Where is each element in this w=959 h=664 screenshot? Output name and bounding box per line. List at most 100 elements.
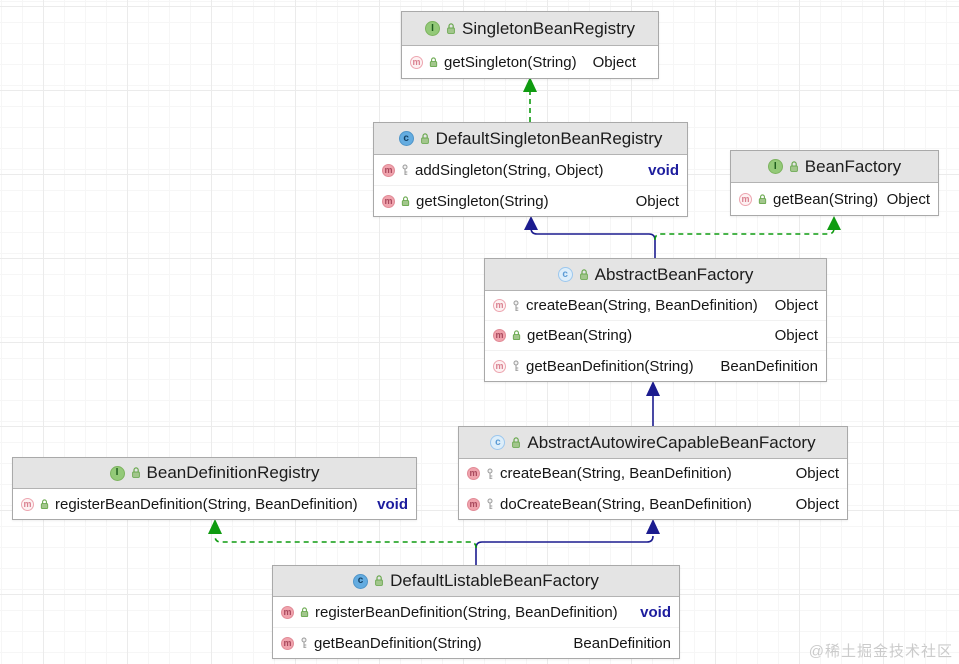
edge-implements-bean-factory[interactable]	[654, 216, 841, 241]
class-box-abstract-autowire-capable-bean-factory[interactable]: c AbstractAutowireCapableBeanFactory m c…	[458, 426, 848, 520]
method-row[interactable]: m createBean(String, BeanDefinition) Obj…	[459, 459, 847, 489]
extends-arrowhead	[646, 381, 660, 396]
method-return-type: void	[640, 603, 671, 621]
method-icon: m	[493, 329, 506, 342]
method-row[interactable]: m getBean(String) Object	[485, 321, 826, 351]
class-name: SingletonBeanRegistry	[462, 18, 635, 38]
method-return-type: Object	[886, 190, 930, 208]
class-name: AbstractAutowireCapableBeanFactory	[527, 432, 816, 452]
implements-arrowhead	[523, 77, 537, 92]
method-row[interactable]: m addSingleton(String, Object) void	[374, 155, 687, 186]
public-lock-icon	[789, 160, 799, 173]
interface-icon: I	[767, 159, 783, 174]
abstract-class-icon: c	[557, 267, 573, 282]
abstract-method-icon: m	[493, 359, 506, 373]
method-return-type: BeanDefinition	[720, 357, 818, 375]
method-return-type: Object	[592, 53, 636, 71]
protected-key-icon	[401, 164, 409, 176]
method-return-type: BeanDefinition	[573, 634, 671, 652]
method-icon: m	[382, 194, 395, 208]
method-signature: doCreateBean(String, BeanDefinition)	[500, 495, 752, 513]
method-return-type: Object	[795, 465, 839, 482]
method-signature: getBean(String)	[773, 190, 879, 208]
public-lock-icon	[40, 498, 49, 510]
method-icon: m	[281, 636, 294, 650]
abstract-class-icon: c	[490, 435, 506, 450]
class-header: c DefaultListableBeanFactory	[273, 566, 679, 597]
site-watermark: @稀土掘金技术社区	[808, 643, 953, 660]
class-box-bean-definition-registry[interactable]: I BeanDefinitionRegistry m registerBeanD…	[12, 457, 417, 520]
public-lock-icon	[579, 268, 589, 281]
public-lock-icon	[374, 575, 384, 587]
method-icon: m	[281, 605, 294, 619]
class-name: DefaultListableBeanFactory	[390, 571, 599, 590]
method-signature: registerBeanDefinition(String, BeanDefin…	[315, 603, 618, 621]
class-box-bean-factory[interactable]: I BeanFactory m getBean(String) Object	[730, 150, 939, 216]
class-name: AbstractBeanFactory	[594, 264, 754, 284]
method-return-type: Object	[774, 327, 818, 344]
public-lock-icon	[512, 330, 521, 341]
class-header: I SingletonBeanRegistry	[402, 12, 658, 46]
method-signature: createBean(String, BeanDefinition)	[526, 297, 758, 314]
method-return-type: Object	[774, 297, 818, 314]
public-lock-icon	[300, 606, 309, 618]
class-header: c AbstractBeanFactory	[485, 259, 826, 291]
method-signature: getBean(String)	[527, 327, 633, 344]
method-return-type: void	[377, 495, 408, 513]
method-signature: getBeanDefinition(String)	[526, 357, 694, 375]
class-header: c DefaultSingletonBeanRegistry	[374, 123, 687, 155]
public-lock-icon	[401, 195, 410, 207]
method-row[interactable]: m registerBeanDefinition(String, BeanDef…	[13, 489, 416, 519]
class-icon: c	[398, 131, 414, 146]
public-lock-icon	[429, 56, 438, 68]
method-icon: m	[467, 497, 480, 511]
protected-key-icon	[512, 300, 520, 312]
public-lock-icon	[446, 22, 456, 35]
edge-extends-default-singleton-bean-registry[interactable]	[524, 216, 656, 258]
abstract-method-icon: m	[493, 299, 506, 312]
class-name: BeanDefinitionRegistry	[146, 463, 320, 482]
method-return-type: Object	[635, 192, 679, 210]
method-row[interactable]: m registerBeanDefinition(String, BeanDef…	[273, 597, 679, 628]
method-signature: getBeanDefinition(String)	[314, 634, 482, 652]
method-signature: getSingleton(String)	[416, 192, 549, 210]
abstract-method-icon: m	[739, 192, 752, 206]
protected-key-icon	[486, 468, 494, 480]
public-lock-icon	[420, 132, 430, 145]
method-return-type: void	[648, 161, 679, 179]
method-row[interactable]: m doCreateBean(String, BeanDefinition) O…	[459, 489, 847, 519]
protected-key-icon	[486, 498, 494, 510]
edge-implements-singleton-bean-registry[interactable]	[523, 77, 537, 122]
class-icon: c	[353, 573, 369, 589]
edge-extends-abstract-autowire-capable-bean-factory[interactable]	[475, 519, 660, 565]
method-row[interactable]: m getBeanDefinition(String) BeanDefiniti…	[485, 351, 826, 381]
method-signature: createBean(String, BeanDefinition)	[500, 465, 732, 482]
class-box-singleton-bean-registry[interactable]: I SingletonBeanRegistry m getSingleton(S…	[401, 11, 659, 79]
method-row[interactable]: m getSingleton(String) Object	[402, 46, 658, 78]
abstract-method-icon: m	[21, 497, 34, 511]
implements-arrowhead	[208, 519, 222, 534]
public-lock-icon	[131, 467, 141, 479]
edge-extends-abstract-bean-factory[interactable]	[646, 381, 660, 426]
class-box-abstract-bean-factory[interactable]: c AbstractBeanFactory m createBean(Strin…	[484, 258, 827, 382]
interface-icon: I	[109, 465, 125, 481]
protected-key-icon	[512, 360, 520, 372]
extends-arrowhead	[524, 216, 538, 230]
interface-icon: I	[425, 21, 441, 36]
class-header: c AbstractAutowireCapableBeanFactory	[459, 427, 847, 459]
method-return-type: Object	[795, 495, 839, 513]
method-signature: registerBeanDefinition(String, BeanDefin…	[55, 495, 358, 513]
class-name: DefaultSingletonBeanRegistry	[435, 128, 663, 148]
public-lock-icon	[758, 193, 767, 205]
method-signature: getSingleton(String)	[444, 53, 577, 71]
class-box-default-listable-bean-factory[interactable]: c DefaultListableBeanFactory m registerB…	[272, 565, 680, 659]
method-signature: addSingleton(String, Object)	[415, 161, 604, 179]
method-row[interactable]: m getBeanDefinition(String) BeanDefiniti…	[273, 628, 679, 658]
method-row[interactable]: m getBean(String) Object	[731, 183, 938, 215]
method-icon: m	[382, 163, 395, 177]
method-row[interactable]: m createBean(String, BeanDefinition) Obj…	[485, 291, 826, 321]
edge-implements-bean-definition-registry[interactable]	[208, 519, 477, 549]
method-row[interactable]: m getSingleton(String) Object	[374, 186, 687, 216]
protected-key-icon	[300, 637, 308, 649]
class-box-default-singleton-bean-registry[interactable]: c DefaultSingletonBeanRegistry m addSing…	[373, 122, 688, 217]
